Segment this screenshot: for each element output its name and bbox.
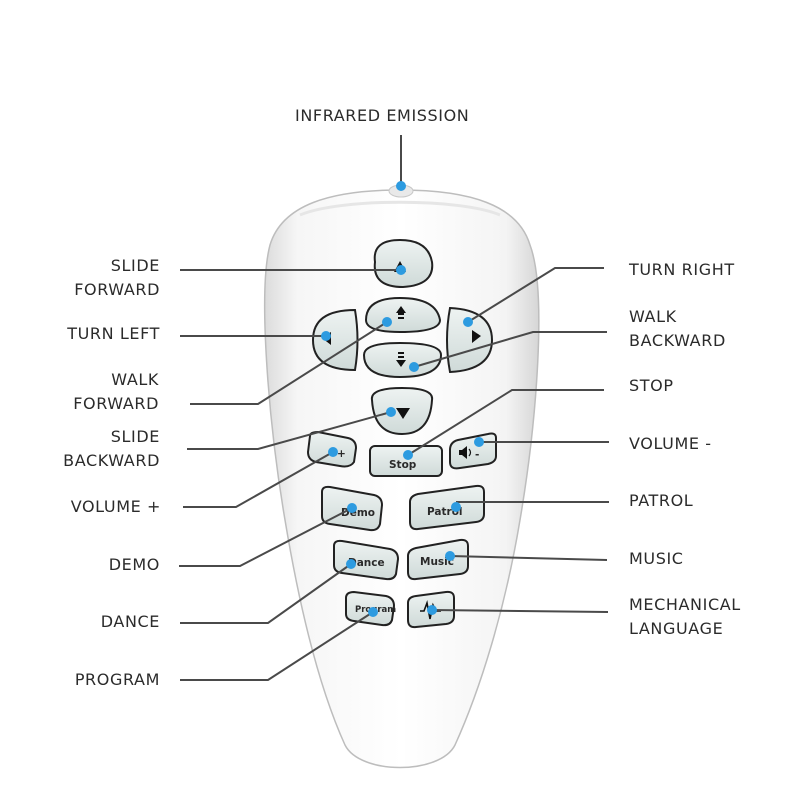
button-walk-backward[interactable]: [362, 341, 443, 379]
leader-walk-forward: [190, 321, 388, 405]
button-turn-right[interactable]: [446, 306, 494, 374]
label-line: FORWARD: [74, 280, 160, 299]
button-slide-backward[interactable]: [370, 386, 434, 436]
leader-walk-backward: [413, 331, 607, 368]
dot-walk-backward: [409, 362, 419, 372]
label-line: LANGUAGE: [629, 619, 724, 638]
right-arrow-icon: [472, 330, 481, 343]
down-arrow-icon: [396, 408, 410, 419]
label-patrol: PATROL: [629, 491, 694, 510]
stop-label: Stop: [389, 459, 417, 471]
label-dance: DANCE: [100, 612, 160, 631]
label-line: SLIDE: [110, 427, 160, 446]
label-slide-forward: SLIDE FORWARD: [74, 254, 160, 302]
volume-plus-sign: +: [337, 448, 346, 460]
label-turn-right: TURN RIGHT: [629, 260, 735, 279]
demo-label: Demo: [341, 507, 375, 519]
leader-turn-right: [467, 267, 604, 323]
label-mechanical-language: MECHANICAL LANGUAGE: [629, 593, 741, 641]
dot-music: [445, 551, 455, 561]
leader-lines-right: [407, 267, 609, 613]
callout-dots: [321, 181, 484, 617]
button-slide-forward[interactable]: [373, 238, 434, 289]
volume-minus-sign: -: [475, 449, 479, 461]
leader-music: [449, 555, 608, 561]
button-walk-forward[interactable]: [364, 296, 442, 334]
dot-patrol: [451, 502, 461, 512]
leader-lines-left: [179, 269, 400, 681]
label-line: SLIDE: [110, 256, 160, 275]
dot-walk-forward: [382, 317, 392, 327]
leader-program: [180, 611, 374, 681]
dot-stop: [403, 450, 413, 460]
dot-volume-plus: [328, 447, 338, 457]
dot-mechanical-language: [427, 605, 437, 615]
dot-program: [368, 607, 378, 617]
walk-forward-icon: [396, 306, 406, 319]
dot-volume-minus: [474, 437, 484, 447]
label-volume-plus: VOLUME +: [70, 497, 161, 516]
label-slide-backward: SLIDE BACKWARD: [63, 425, 160, 473]
label-turn-left: TURN LEFT: [67, 324, 160, 343]
leader-stop: [407, 389, 604, 456]
walk-backward-icon: [396, 352, 406, 367]
remote-top-rim: [299, 200, 501, 217]
label-walk-forward: WALK FORWARD: [73, 368, 159, 416]
leader-dance: [180, 563, 352, 624]
label-line: BACKWARD: [63, 451, 160, 470]
dot-turn-right: [463, 317, 473, 327]
leader-volume-plus: [183, 451, 334, 508]
label-walk-backward: WALK BACKWARD: [629, 305, 726, 353]
dot-turn-left: [321, 331, 331, 341]
label-stop: STOP: [629, 376, 674, 395]
label-program: PROGRAM: [74, 670, 160, 689]
button-dance[interactable]: Dance: [333, 539, 400, 581]
label-demo: DEMO: [108, 555, 160, 574]
dot-infrared: [396, 181, 406, 191]
label-line: FORWARD: [73, 394, 159, 413]
button-music[interactable]: Music: [407, 538, 469, 581]
label-line: BACKWARD: [629, 331, 726, 350]
leader-mechanical-language: [431, 609, 609, 613]
dot-slide-backward: [386, 407, 396, 417]
label-infrared-emission: INFRARED EMISSION: [295, 106, 470, 125]
label-music: MUSIC: [629, 549, 684, 568]
music-label: Music: [420, 556, 454, 568]
label-volume-minus: VOLUME -: [629, 434, 712, 453]
leader-slide-backward: [187, 411, 392, 450]
dot-slide-forward: [396, 265, 406, 275]
button-turn-left[interactable]: [311, 308, 359, 372]
label-line: WALK: [111, 370, 159, 389]
speaker-icon: [459, 446, 472, 459]
button-stop[interactable]: Stop: [369, 445, 443, 477]
dot-demo: [347, 503, 357, 513]
label-line: WALK: [629, 307, 677, 326]
leader-demo: [179, 507, 353, 567]
dance-label: Dance: [348, 557, 385, 569]
dot-dance: [346, 559, 356, 569]
label-line: MECHANICAL: [629, 595, 741, 614]
